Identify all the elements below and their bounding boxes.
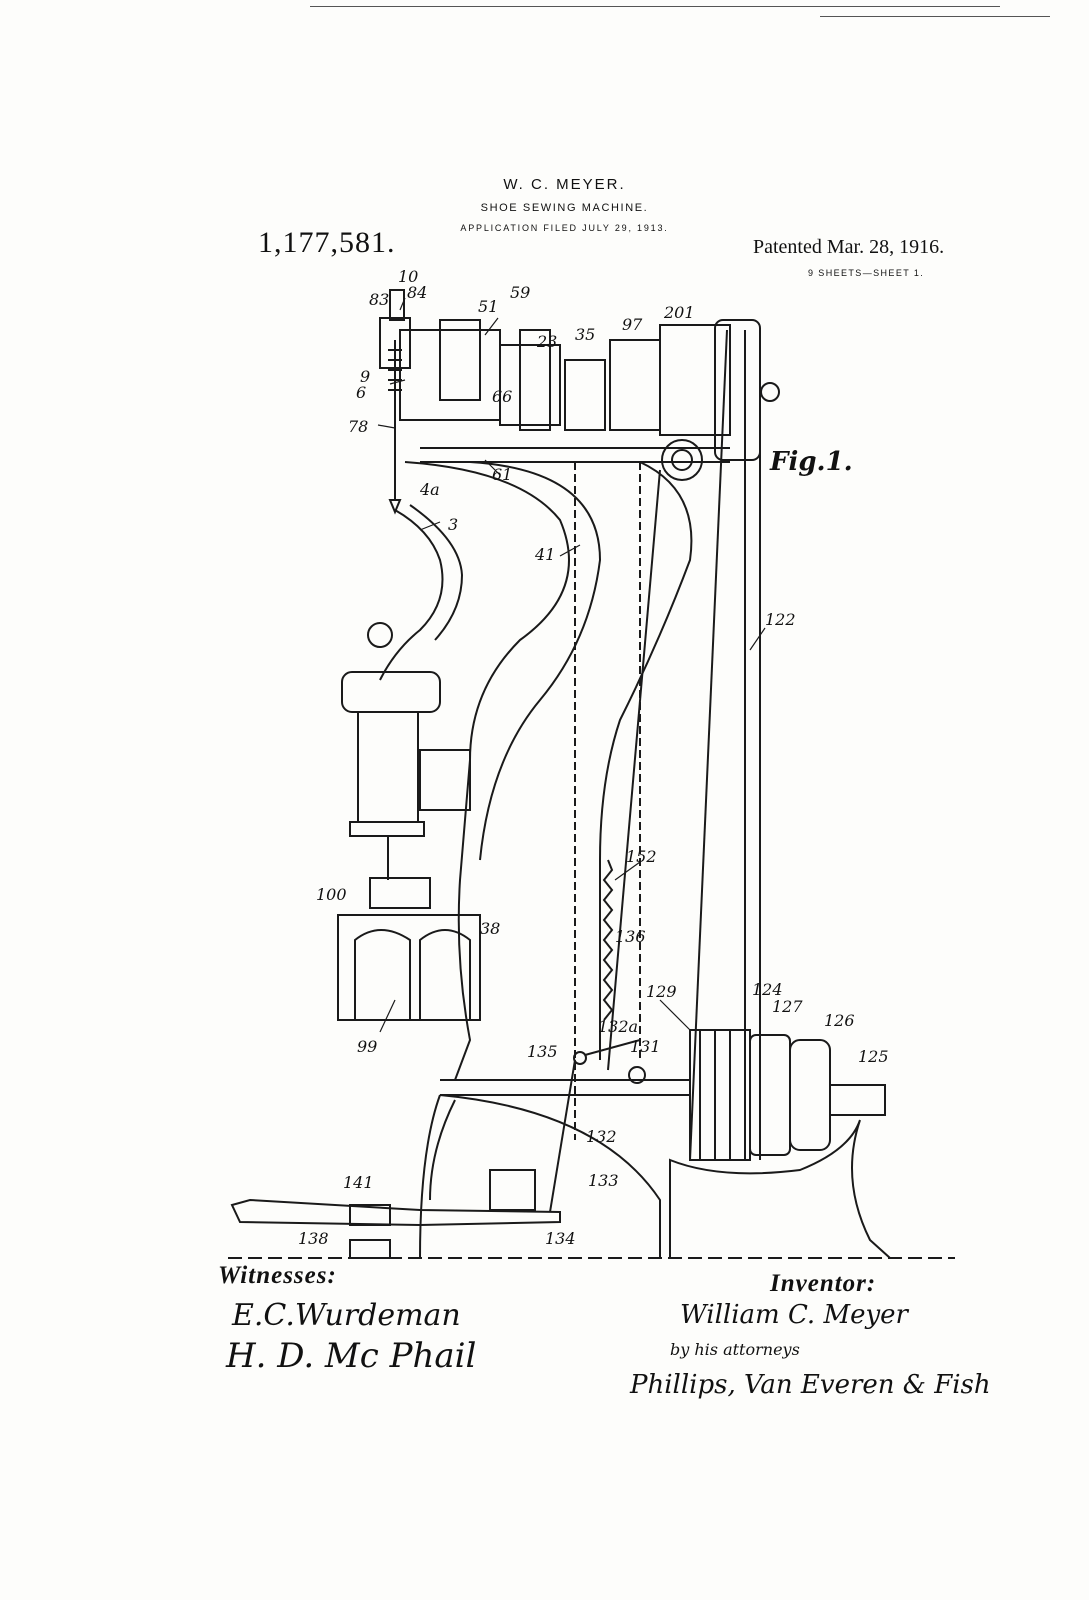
witnesses-label: Witnesses: <box>218 1262 337 1289</box>
ref-41: 41 <box>534 545 555 564</box>
drive-pulley <box>689 1029 886 1161</box>
ref-9: 9 <box>360 367 370 386</box>
patent-number: 1,177,581. <box>258 226 396 259</box>
scan-edge-line <box>820 16 1050 17</box>
figure-label: Fig.1. <box>769 447 853 477</box>
ref-6: 6 <box>356 383 366 402</box>
inventor-name: W. C. MEYER. <box>503 176 626 193</box>
tension-spring <box>602 859 614 1021</box>
ref-10: 10 <box>398 267 418 286</box>
ref-129: 129 <box>646 982 677 1001</box>
ref-61: 61 <box>492 465 512 484</box>
filing-date: APPLICATION FILED JULY 29, 1913. <box>460 223 669 233</box>
attorneys-signature: Phillips, Van Everen & Fish <box>630 1370 991 1400</box>
reference-numerals: 10 84 83 51 59 23 35 97 201 9 6 66 78 61… <box>298 267 889 1248</box>
inventor-signature: William C. Meyer <box>680 1300 908 1330</box>
patent-title: SHOE SEWING MACHINE. <box>480 202 649 214</box>
ref-122: 122 <box>765 610 796 629</box>
ref-134: 134 <box>545 1229 576 1248</box>
ref-138: 138 <box>298 1229 329 1248</box>
ref-97: 97 <box>622 315 643 334</box>
ref-141: 141 <box>343 1173 374 1192</box>
column-body <box>404 447 730 1140</box>
ref-84: 84 <box>407 283 427 302</box>
sewing-head <box>379 289 731 515</box>
ref-132: 132 <box>586 1127 617 1146</box>
ref-59: 59 <box>510 283 530 302</box>
drive-belts <box>607 329 761 1161</box>
ref-100: 100 <box>316 885 347 904</box>
machine-base <box>419 1079 891 1259</box>
ref-35: 35 <box>575 325 595 344</box>
ref-125: 125 <box>858 1047 889 1066</box>
ref-131: 131 <box>630 1037 661 1056</box>
ref-78: 78 <box>348 417 368 436</box>
ref-99: 99 <box>357 1037 377 1056</box>
ref-133: 133 <box>588 1171 619 1190</box>
witness-signature: H. D. Mc Phail <box>226 1336 477 1376</box>
ref-126: 126 <box>824 1011 855 1030</box>
ref-3: 3 <box>448 515 458 534</box>
by-attorneys-text: by his attorneys <box>670 1340 800 1359</box>
scan-edge-line <box>310 6 1000 7</box>
treadle <box>230 1039 646 1259</box>
ref-38: 38 <box>480 919 500 938</box>
ref-136: 136 <box>615 927 646 946</box>
ref-83: 83 <box>369 290 389 309</box>
ref-152: 152 <box>626 847 657 866</box>
ref-51: 51 <box>478 297 498 316</box>
ref-201: 201 <box>663 303 695 322</box>
ref-66: 66 <box>492 387 512 406</box>
leader-lines <box>377 297 766 1033</box>
ref-127: 127 <box>772 997 803 1016</box>
witness-signature: E.C.Wurdeman <box>232 1298 461 1333</box>
ref-132a: 132a <box>598 1017 638 1036</box>
ref-135: 135 <box>527 1042 558 1061</box>
inventor-label: Inventor: <box>770 1270 877 1297</box>
ref-124: 124 <box>752 980 783 999</box>
sheet-count: 9 SHEETS—SHEET 1. <box>808 268 925 278</box>
patented-date: Patented Mar. 28, 1916. <box>753 236 945 258</box>
wax-pot <box>337 622 481 1021</box>
ref-4a: 4a <box>419 480 440 499</box>
ref-23: 23 <box>536 332 557 351</box>
